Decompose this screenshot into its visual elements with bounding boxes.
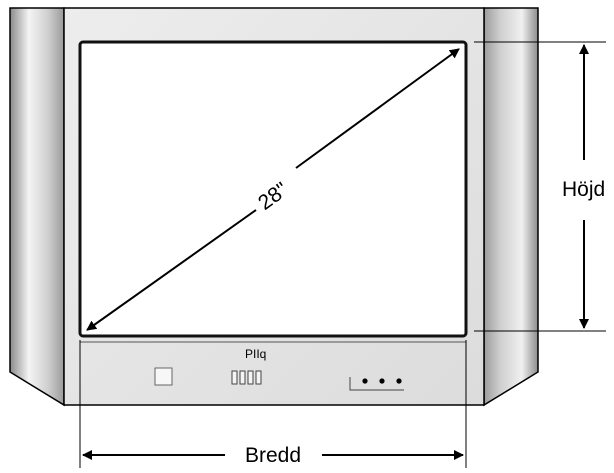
control-panel: PIIq	[154, 347, 404, 391]
av-input-jacks	[349, 377, 404, 391]
brand-logo-text: PIIq	[245, 347, 266, 361]
channel-buttons	[231, 370, 262, 385]
tv-cabinet	[9, 7, 539, 407]
height-dimension: Höjd	[474, 41, 606, 332]
diagonal-arrow-upper	[295, 48, 460, 169]
height-label: Höjd	[562, 178, 605, 201]
width-label: Bredd	[245, 444, 301, 467]
power-button	[154, 367, 173, 386]
right-side-panel	[483, 7, 539, 407]
diagonal-arrow-lower	[86, 209, 257, 331]
width-dimension: Bredd	[79, 340, 467, 468]
left-side-panel	[9, 7, 65, 407]
